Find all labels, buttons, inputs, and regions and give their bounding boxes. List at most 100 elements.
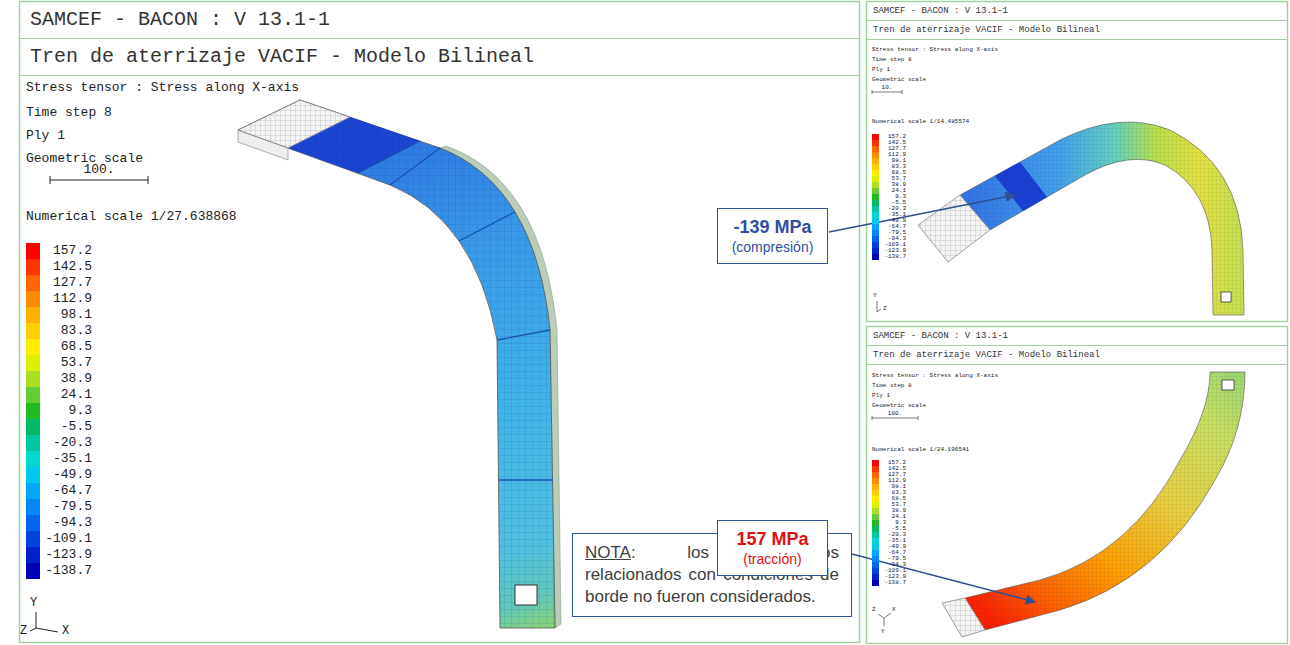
axis-label: Z (872, 606, 876, 613)
boundary-box (238, 100, 350, 148)
callout-box: -139 MPa(compresión) (717, 208, 828, 264)
landing-gear-beam-bottom-view (942, 372, 1245, 637)
legend-value: -123.9 (42, 547, 92, 563)
legend-swatch (26, 499, 40, 515)
legend-swatch (26, 323, 40, 339)
plot-info: Numerical scale 1/14.485574 (872, 118, 969, 125)
cutout (1222, 380, 1234, 390)
segment-divider (459, 212, 515, 241)
segment-divider (358, 141, 420, 173)
plot-info: Stress tensor : Stress along X-axis (872, 46, 998, 53)
header-box: SAMCEF - BACON : V 13.1-1Tren de aterriz… (20, 2, 859, 76)
boundary-box (942, 598, 985, 637)
legend-swatch (26, 339, 40, 355)
axis-label: Z (883, 305, 887, 312)
header-box: SAMCEF - BACON : V 13.1-1Tren de aterriz… (867, 327, 1287, 365)
legend-value: -5.5 (42, 419, 92, 435)
boundary-box (918, 195, 990, 262)
plot-info: Ply 1 (872, 392, 890, 399)
segment-divider (390, 148, 440, 185)
segment-divider (497, 330, 550, 340)
plot-info: Time step 8 (872, 56, 912, 63)
legend-swatch (26, 387, 40, 403)
legend-value: 142.5 (42, 259, 92, 275)
axis-label: Y (881, 628, 885, 635)
software-header: SAMCEF - BACON : V 13.1-1 (867, 2, 1287, 21)
axis-triad (878, 613, 891, 626)
axis-label: X (62, 624, 69, 638)
segment-divider (499, 479, 553, 480)
legend-value: -35.1 (42, 451, 92, 467)
legend-value: 112.9 (42, 291, 92, 307)
beam-stress-field (238, 100, 555, 628)
plot-info: Ply 1 (26, 128, 65, 143)
legend-swatch (26, 547, 40, 563)
plot-info: Time step 8 (872, 382, 912, 389)
legend-value: 53.7 (42, 355, 92, 371)
legend-swatch (26, 483, 40, 499)
plot-info: Stress tensor : Stress along X-axis (872, 372, 998, 379)
legend-swatch (26, 259, 40, 275)
legend-swatch (26, 355, 40, 371)
leader-line (829, 548, 1035, 602)
panel-frame (867, 2, 1288, 322)
plot-info: Geometric scale (872, 76, 926, 83)
plot-info: Geometric scale (872, 402, 926, 409)
legend-value: -138.7 (42, 563, 92, 579)
legend-value: -20.3 (42, 435, 92, 451)
axis-triad (877, 301, 881, 312)
axis-label: Z (20, 624, 27, 638)
legend-value: 157.2 (42, 243, 92, 259)
stress-value: 157 MPa (722, 528, 823, 550)
software-header: SAMCEF - BACON : V 13.1-1 (20, 2, 859, 39)
legend-value: -109.1 (42, 531, 92, 547)
stress-type: (compresión) (722, 238, 823, 256)
legend-swatch (26, 403, 40, 419)
plot-info: Ply 1 (872, 66, 890, 73)
legend-swatch (26, 291, 40, 307)
legend-value: -79.5 (42, 499, 92, 515)
legend-value: 127.7 (42, 275, 92, 291)
cutout (1221, 292, 1231, 302)
plot-info: Numerical scale 1/27.638868 (26, 209, 237, 224)
landing-gear-beam (238, 100, 561, 628)
axis-triads (30, 301, 891, 632)
beam-mesh (960, 122, 1244, 315)
segment-dividers (358, 141, 553, 480)
legend-value: -138.7 (880, 580, 906, 586)
beam-stress-field (965, 372, 1245, 630)
plot-info: Stress tensor : Stress along X-axis (26, 80, 299, 95)
axis-label: Y (873, 292, 877, 299)
legend-value: -49.9 (42, 467, 92, 483)
legend-swatch (26, 243, 40, 259)
beam-mesh (238, 100, 555, 628)
legend-value: 38.9 (42, 371, 92, 387)
plot-info: Time step 8 (26, 105, 112, 120)
model-title: Tren de aterrizaje VACIF - Modelo Biline… (867, 346, 1287, 365)
legend-swatch (26, 435, 40, 451)
plot-info: 100. (888, 410, 902, 417)
model-title: Tren de aterrizaje VACIF - Modelo Biline… (20, 39, 859, 76)
leader-line (829, 195, 1015, 232)
legend-swatch (26, 515, 40, 531)
compression-zone (995, 162, 1047, 211)
panel-frame (867, 327, 1288, 644)
plot-info: 100. (83, 162, 114, 177)
axis-label: Y (30, 596, 37, 610)
legend-swatch (26, 563, 40, 579)
panel-frame (20, 2, 860, 643)
legend-swatch (26, 419, 40, 435)
legend-value: -94.3 (42, 515, 92, 531)
legend-value: 68.5 (42, 339, 92, 355)
legend-value: -138.7 (880, 254, 906, 260)
plot-info: 10. (882, 84, 893, 91)
legend-swatch (26, 275, 40, 291)
legend-value: -64.7 (42, 483, 92, 499)
landing-gear-beam-top-view (918, 122, 1244, 315)
note-keyword: NOTA (585, 543, 631, 562)
legend-value: 83.3 (42, 323, 92, 339)
callout-box: 157 MPa(tracción) (717, 520, 828, 576)
scale-bars (50, 90, 918, 420)
stress-type: (tracción) (722, 550, 823, 568)
